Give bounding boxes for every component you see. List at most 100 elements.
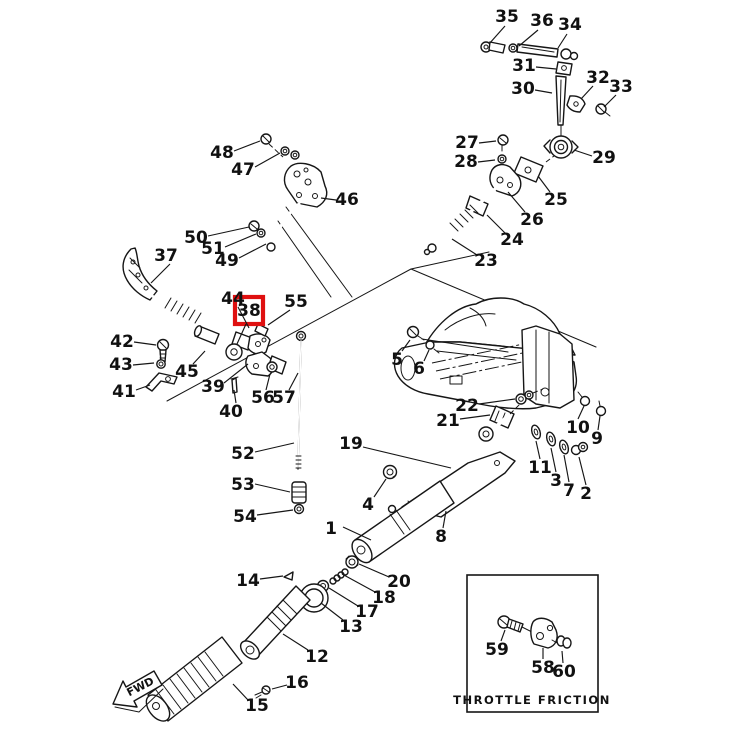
part-label-9[interactable]: 9: [591, 429, 603, 449]
part-label-55[interactable]: 55: [284, 292, 308, 312]
part-label-39[interactable]: 39: [201, 377, 225, 397]
leader-line-31: [535, 66, 557, 70]
part-label-29[interactable]: 29: [592, 148, 616, 168]
part-label-50[interactable]: 50: [184, 228, 208, 248]
part-label-53[interactable]: 53: [231, 475, 255, 495]
part-label-44[interactable]: 44: [221, 289, 245, 309]
part-label-59[interactable]: 59: [485, 640, 509, 660]
part-label-17[interactable]: 17: [355, 602, 379, 622]
leader-line-2: [578, 456, 587, 486]
part-label-22[interactable]: 22: [455, 396, 479, 416]
part-label-31[interactable]: 31: [512, 56, 536, 76]
part-label-3[interactable]: 3: [550, 471, 562, 491]
screw-27-nut-28: [497, 134, 509, 164]
link-rod-assembly: [480, 41, 579, 61]
part-label-33[interactable]: 33: [609, 77, 633, 97]
fwd-arrow-shape: [112, 670, 163, 708]
mount-bracket-46-group: [248, 133, 328, 252]
leader-line-39: [223, 363, 249, 384]
leader-line-55: [267, 309, 291, 326]
part-label-23[interactable]: 23: [474, 251, 498, 271]
leader-line-19: [362, 446, 452, 469]
leader-line-13: [320, 602, 344, 621]
leader-line-51: [224, 233, 257, 248]
part-label-30[interactable]: 30: [511, 79, 535, 99]
part-label-60[interactable]: 60: [552, 662, 576, 682]
part-label-52[interactable]: 52: [231, 444, 255, 464]
part-label-20[interactable]: 20: [387, 572, 411, 592]
part-label-51[interactable]: 51: [201, 239, 225, 259]
part-label-14[interactable]: 14: [236, 571, 260, 591]
leader-line-59: [500, 629, 506, 642]
leader-line-54: [256, 509, 294, 516]
part-label-47[interactable]: 47: [231, 160, 255, 180]
part-label-40[interactable]: 40: [219, 402, 243, 422]
part-label-54[interactable]: 54: [233, 507, 257, 527]
part-label-49[interactable]: 49: [215, 251, 239, 271]
part-label-43[interactable]: 43: [109, 355, 133, 375]
part-label-56[interactable]: 56: [251, 388, 275, 408]
part-label-57[interactable]: 57: [272, 388, 296, 408]
leader-line-5: [401, 339, 411, 352]
part-label-5[interactable]: 5: [391, 350, 403, 370]
leader-line-8: [442, 510, 447, 529]
part-label-42[interactable]: 42: [110, 332, 134, 352]
part-label-12[interactable]: 12: [305, 647, 329, 667]
leader-line-14: [259, 575, 284, 580]
part-label-7[interactable]: 7: [563, 481, 575, 501]
part-label-8[interactable]: 8: [435, 527, 447, 547]
part-label-41[interactable]: 41: [112, 382, 136, 402]
part-label-26[interactable]: 26: [520, 210, 544, 230]
part-label-37[interactable]: 37: [154, 246, 178, 266]
part-label-27[interactable]: 27: [455, 133, 479, 153]
steering-shaft-upper: [543, 61, 579, 159]
part-label-13[interactable]: 13: [339, 617, 363, 637]
part-label-25[interactable]: 25: [544, 190, 568, 210]
leader-line-15: [232, 683, 249, 701]
leader-line-3: [550, 447, 557, 473]
part-label-16[interactable]: 16: [285, 673, 309, 693]
tiller-handle-group: [145, 555, 359, 722]
part-label-35[interactable]: 35: [495, 7, 519, 27]
part-label-4[interactable]: 4: [362, 495, 374, 515]
leader-line-32: [580, 85, 594, 100]
leader-line-43: [132, 362, 155, 366]
leader-line-42: [133, 341, 157, 346]
part-label-32[interactable]: 32: [586, 68, 610, 88]
part-label-36[interactable]: 36: [530, 11, 554, 31]
leader-line-30: [534, 89, 553, 94]
part-label-11[interactable]: 11: [528, 458, 552, 478]
part-label-48[interactable]: 48: [210, 143, 234, 163]
highlight-box[interactable]: [232, 294, 266, 327]
part-label-24[interactable]: 24: [500, 230, 524, 250]
leader-line-48: [233, 140, 261, 152]
part-label-1[interactable]: 1: [325, 519, 337, 539]
part-label-58[interactable]: 58: [531, 658, 555, 678]
leader-line-46: [320, 197, 337, 201]
part-label-10[interactable]: 10: [566, 418, 590, 438]
part-label-6[interactable]: 6: [413, 359, 425, 379]
part-label-19[interactable]: 19: [339, 434, 363, 454]
part-label-34[interactable]: 34: [558, 15, 582, 35]
leader-line-4: [373, 478, 387, 498]
leader-line-37: [150, 263, 171, 284]
leader-line-52: [254, 442, 295, 453]
part-label-45[interactable]: 45: [175, 362, 199, 382]
inset-border: [466, 574, 599, 713]
leader-line-56: [265, 373, 271, 391]
part-label-18[interactable]: 18: [372, 588, 396, 608]
leader-line-17: [328, 587, 359, 607]
part-label-2[interactable]: 2: [580, 484, 592, 504]
throttle-lever-linkage: [122, 247, 287, 394]
leader-line-26: [507, 191, 526, 213]
part-label-38[interactable]: 38: [237, 301, 261, 321]
leader-line-21: [459, 414, 491, 420]
part-label-28[interactable]: 28: [454, 152, 478, 172]
part-label-21[interactable]: 21: [436, 411, 460, 431]
bottom-cowling-group: [393, 297, 607, 478]
part-label-46[interactable]: 46: [335, 190, 359, 210]
leader-line-10: [577, 405, 585, 420]
part-label-15[interactable]: 15: [245, 696, 269, 716]
